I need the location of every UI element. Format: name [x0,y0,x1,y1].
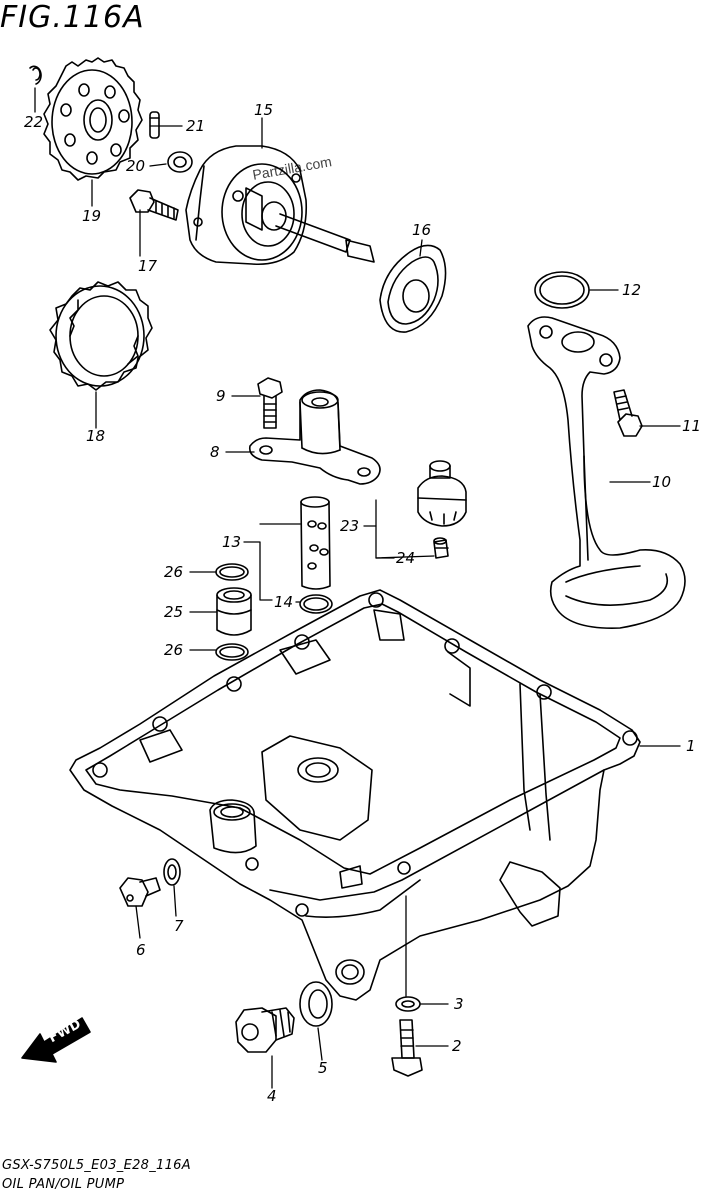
callout-26-lower[interactable]: 26 [164,641,184,659]
part-12-o-ring[interactable] [535,272,589,308]
callout-2[interactable]: 2 [452,1037,462,1055]
figure-caption: OIL PAN/OIL PUMP [2,1177,125,1192]
part-14-o-ring[interactable] [300,595,332,613]
part-26-o-ring-lower[interactable] [216,644,248,660]
callout-17[interactable]: 17 [138,257,158,275]
callout-6[interactable]: 6 [136,941,146,959]
part-19-oil-pump-driven-gear[interactable] [44,58,142,180]
callout-10[interactable]: 10 [652,473,672,491]
part-15-oil-pump-assy[interactable] [186,146,374,264]
callout-23[interactable]: 23 [340,517,360,535]
callout-15[interactable]: 15 [254,101,274,119]
fwd-arrow-icon [22,1018,90,1062]
callout-7[interactable]: 7 [174,917,184,935]
part-24-screw[interactable] [434,538,448,558]
callout-26-upper[interactable]: 26 [164,563,184,581]
part-8-oil-strainer[interactable] [250,390,380,484]
callout-3[interactable]: 3 [454,995,464,1013]
leader-lines [35,88,680,1088]
part-16-gasket[interactable] [380,245,446,332]
callout-24[interactable]: 24 [396,549,416,567]
part-11-bolt[interactable] [614,390,642,436]
part-17-bolt[interactable] [130,190,178,220]
callout-4[interactable]: 4 [267,1087,277,1105]
part-25-collar[interactable] [217,588,251,635]
callout-5[interactable]: 5 [318,1059,328,1077]
part-9-bolt[interactable] [258,378,282,428]
part-3-washer[interactable] [396,997,420,1011]
callout-8[interactable]: 8 [210,443,220,461]
callout-18[interactable]: 18 [86,427,106,445]
callout-9[interactable]: 9 [216,387,226,405]
figure-title: FIG.116A [0,0,145,35]
part-5-gasket[interactable] [300,982,332,1026]
model-code: GSX-S750L5_E03_E28_116A [2,1158,191,1173]
part-26-o-ring-upper[interactable] [216,564,248,580]
callout-25[interactable]: 25 [164,603,184,621]
callout-1[interactable]: 1 [686,737,696,755]
part-7-gasket[interactable] [164,859,180,885]
part-23-oil-pressure-switch[interactable] [418,461,466,526]
part-20-washer[interactable] [168,152,192,172]
part-13-oil-relief-valve[interactable] [301,497,330,589]
callout-13[interactable]: 13 [222,533,242,551]
callout-21[interactable]: 21 [186,117,206,135]
part-18-oil-pump-drive-gear[interactable] [50,282,152,390]
part-2-bolt[interactable] [392,1020,422,1076]
part-22-circlip[interactable] [30,66,41,84]
part-4-drain-plug[interactable] [236,1008,294,1052]
callout-22[interactable]: 22 [24,113,44,131]
callout-12[interactable]: 12 [622,281,642,299]
callout-11[interactable]: 11 [682,417,702,435]
callout-19[interactable]: 19 [82,207,102,225]
part-10-oil-pipe[interactable] [528,317,685,628]
part-21-pin[interactable] [150,112,159,138]
part-6-plug[interactable] [120,878,160,906]
callout-14[interactable]: 14 [274,593,294,611]
part-1-oil-pan[interactable] [70,590,640,1000]
callout-20[interactable]: 20 [126,157,146,175]
callout-16[interactable]: 16 [412,221,432,239]
